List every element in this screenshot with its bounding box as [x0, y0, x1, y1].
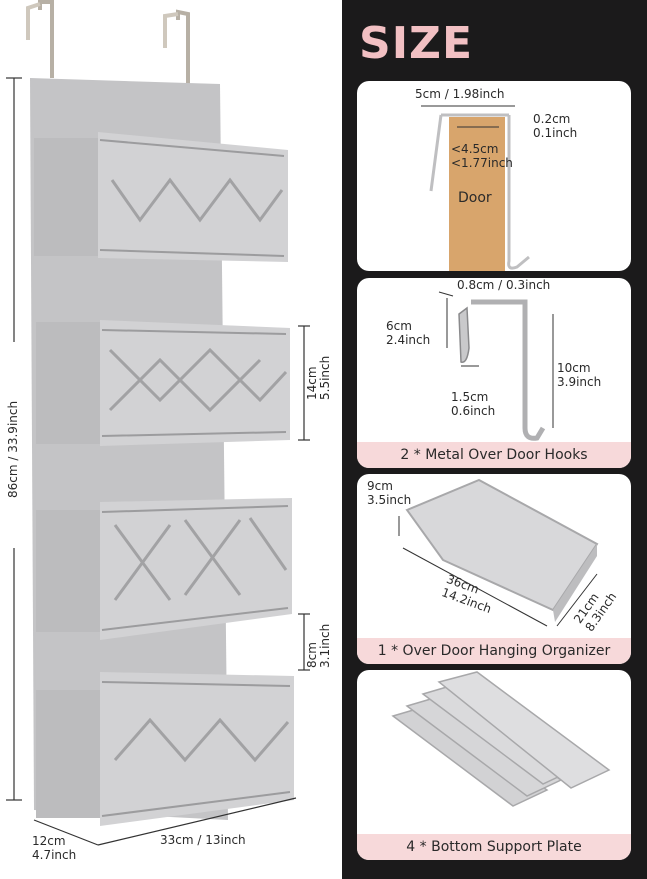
pocket-height-inch: 5.5inch	[318, 355, 332, 400]
support-plate-card: 4 * Bottom Support Plate	[357, 670, 631, 860]
door-panel	[449, 117, 505, 271]
back-panel	[30, 78, 228, 820]
short-leg-label: 6cm 2.4inch	[386, 319, 430, 347]
organizer-thickness-inch: 3.5inch	[367, 493, 412, 507]
pocket-3	[36, 498, 292, 640]
depth-label: 12cm 4.7inch	[32, 834, 76, 862]
door-gap-label: <4.5cm <1.77inch	[451, 142, 513, 170]
organizer-thickness-cm: 9cm	[367, 479, 393, 493]
hooks-caption: 2 * Metal Over Door Hooks	[357, 442, 631, 468]
hook-door-card: 5cm / 1.98inch 0.2cm 0.1inch <4.5cm <1.7…	[357, 81, 631, 271]
left-hook-icon	[38, 0, 54, 78]
depth-inch: 4.7inch	[32, 848, 77, 862]
hook-width-cm: 1.5cm	[451, 390, 489, 404]
pocket-4	[36, 672, 294, 826]
pocket-gap-label: 8cm 3.1inch	[305, 623, 332, 668]
short-leg-inch: 2.4inch	[386, 333, 431, 347]
long-leg-cm: 10cm	[557, 361, 591, 375]
size-title: SIZE	[359, 18, 474, 69]
hook-thickness-label: 0.2cm 0.1inch	[533, 112, 577, 140]
pocket-1	[34, 132, 288, 262]
hook-top-width-label: 0.8cm / 0.3inch	[457, 278, 551, 292]
door-gap-cm: <4.5cm	[451, 142, 499, 156]
right-hook-icon	[176, 9, 190, 86]
organizer-card: 9cm 3.5inch 36cm 14.2inch 21cm 8.3inch 1…	[357, 474, 631, 664]
hook-width-inch: 0.6inch	[451, 404, 496, 418]
organizer-thickness-label: 9cm 3.5inch	[367, 479, 411, 507]
small-hook-icon	[458, 306, 470, 363]
pocket-2	[36, 320, 290, 446]
plate-4	[437, 671, 611, 789]
long-leg-inch: 3.9inch	[557, 375, 602, 389]
organizer-illustration	[6, 0, 310, 846]
hook-outline-icon	[429, 113, 530, 270]
product-panel: 86cm / 33.9inch 14cm 5.5inch 8cm 3.1inch…	[6, 0, 332, 862]
long-leg-label: 10cm 3.9inch	[557, 361, 601, 389]
door-label: Door	[458, 190, 492, 206]
height-label: 86cm / 33.9inch	[6, 400, 20, 498]
hook-width-label: 5cm / 1.98inch	[415, 87, 505, 101]
short-leg-cm: 6cm	[386, 319, 412, 333]
organizer-caption: 1 * Over Door Hanging Organizer	[357, 638, 631, 664]
pocket-height-label: 14cm 5.5inch	[305, 355, 332, 400]
pocket-gap-inch: 3.1inch	[318, 623, 332, 668]
door-gap-inch: <1.77inch	[451, 156, 513, 170]
hook-width-measure-label: 1.5cm 0.6inch	[451, 390, 495, 418]
large-hook-icon	[471, 299, 546, 441]
plate-caption: 4 * Bottom Support Plate	[357, 834, 631, 860]
hook-thickness-cm: 0.2cm	[533, 112, 571, 126]
depth-cm: 12cm	[32, 834, 66, 848]
width-label: 33cm / 13inch	[160, 833, 246, 847]
hook-thickness-inch: 0.1inch	[533, 126, 578, 140]
metal-hooks-card: 0.8cm / 0.3inch 6cm 2.4inch 10cm 3.9inch…	[357, 278, 631, 468]
